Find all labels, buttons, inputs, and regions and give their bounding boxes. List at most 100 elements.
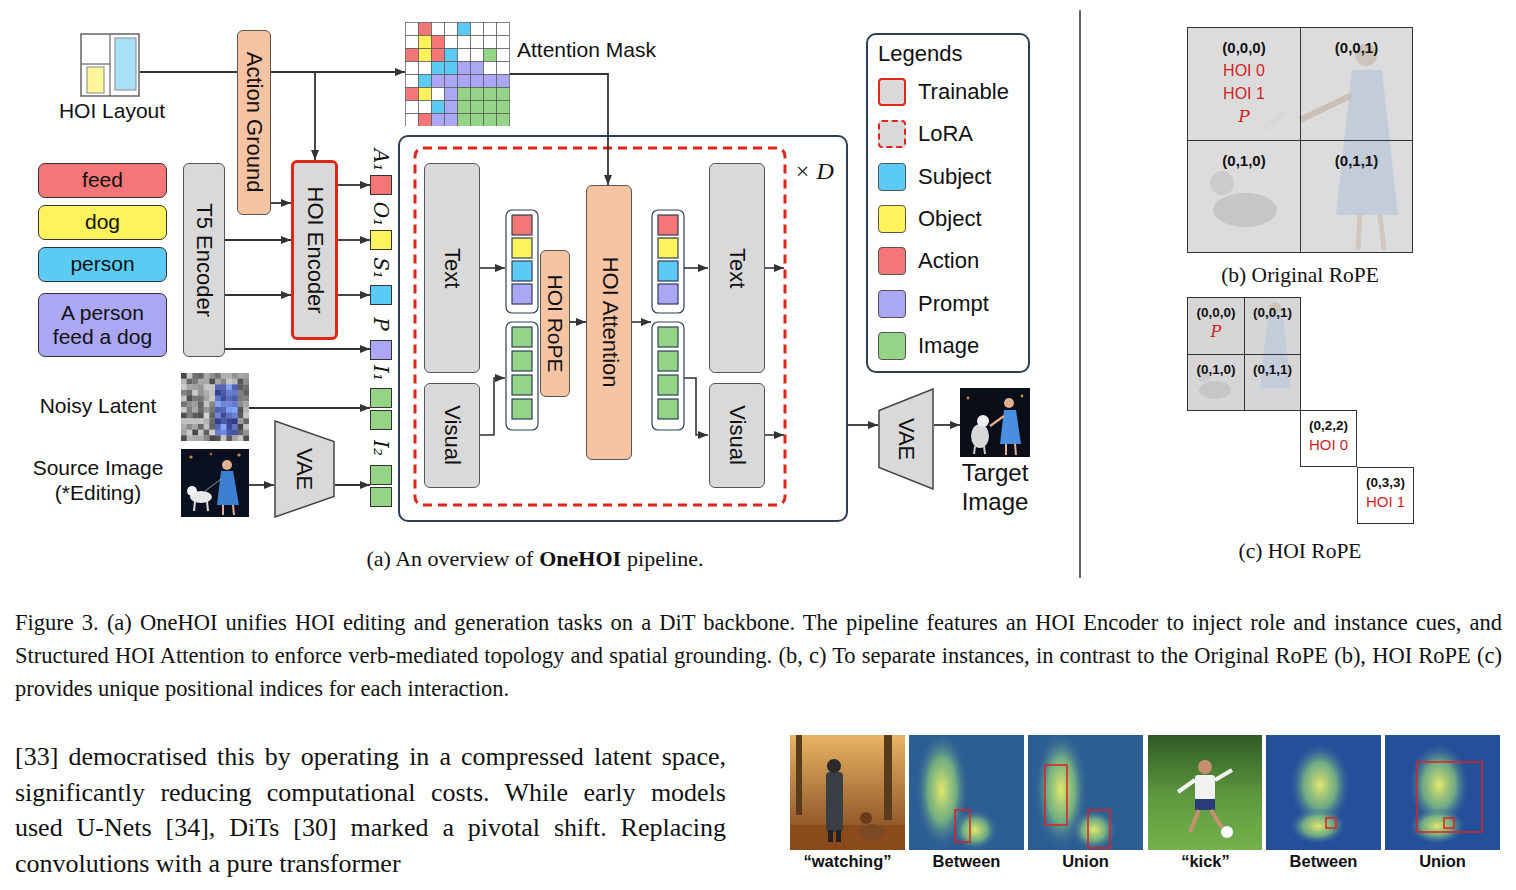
photo-kick-part: [1178, 770, 1232, 792]
heatmap-part: [1088, 810, 1110, 848]
legend-swatch: [878, 332, 906, 360]
illustration-part: [181, 418, 187, 424]
illustration-part: [215, 401, 221, 407]
connector: [271, 202, 291, 204]
illustration-part: [484, 88, 497, 101]
connector: [848, 424, 878, 426]
illustration-part: [484, 114, 497, 127]
node-label: S₁: [370, 257, 392, 279]
subcaption: (a) An overview ofOneHOIpipeline.: [0, 546, 1070, 572]
illustration-part: [497, 49, 510, 62]
illustration-part: [484, 36, 497, 49]
grounding-module: Action Ground: [237, 30, 271, 215]
illustration-part: [87, 67, 104, 93]
lora-region: [415, 148, 785, 505]
illustration-part: [243, 384, 249, 390]
illustration-part: [226, 435, 232, 441]
illustration-part: [406, 101, 419, 114]
illustration-part: [221, 435, 227, 441]
legend-swatch: [878, 163, 906, 191]
inner-arrow-part: [480, 267, 505, 269]
illustration-part: [238, 401, 244, 407]
node-label: A₁: [370, 149, 392, 171]
illustration: [181, 449, 249, 517]
label-holder: Source Image (*Editing): [22, 455, 174, 505]
connector: [140, 72, 315, 160]
visual-branch: Visual: [424, 383, 480, 488]
illustration-part: [187, 401, 193, 407]
illustration-part: [1021, 395, 1024, 398]
photo-kick-part: [1221, 826, 1233, 838]
rope-cell: (0,2,2)HOI 0: [1300, 410, 1357, 467]
illustration-part: [238, 390, 244, 396]
illustration-part: [192, 407, 198, 413]
illustration-part: [238, 396, 244, 402]
illustration-part: [497, 62, 510, 75]
illustration-part: [221, 379, 227, 385]
illustration-part: [181, 396, 187, 402]
token-square: [370, 487, 392, 507]
target-image: Target Image: [960, 388, 1030, 457]
panel-label: “kick”: [1181, 852, 1230, 870]
illustration-part: [445, 23, 458, 36]
label-holder: Legends: [878, 41, 1023, 67]
illustration-part: [458, 49, 471, 62]
illustration-part: [198, 390, 204, 396]
token-stack-part: [512, 327, 532, 347]
rope-grid-photo-part: [1358, 215, 1384, 250]
divider-line: [1080, 10, 1081, 578]
illustration-part: [198, 407, 204, 413]
illustration-part: [232, 396, 238, 402]
illustration-part: [243, 418, 249, 424]
label-holder: × D: [786, 158, 842, 185]
illustration-part: [243, 379, 249, 385]
body-text: [33] democratised this by operating in a…: [15, 739, 726, 881]
illustration-part: [209, 379, 215, 385]
photo-watching-part: [860, 812, 872, 824]
illustration-part: [974, 446, 985, 454]
illustration-part: [238, 413, 244, 419]
panel-label: Union: [1062, 852, 1109, 870]
illustration-part: [187, 373, 193, 379]
illustration-part: [497, 36, 510, 49]
node-label: HOI Attention: [597, 257, 621, 388]
illustration-part: [445, 49, 458, 62]
connector: [335, 484, 370, 486]
illustration-part: [205, 479, 221, 491]
illustration-part: [238, 430, 244, 436]
inner-arrow-part: [684, 378, 708, 435]
illustration-part: [198, 379, 204, 385]
illustration-part: [458, 36, 471, 49]
image-token: I₂: [370, 465, 392, 507]
vae-decoder: VAE: [878, 388, 934, 490]
illustration: [181, 373, 249, 441]
illustration-part: [237, 453, 240, 456]
illustration-part: [187, 430, 193, 436]
illustration-part: [406, 23, 419, 36]
heatmap-part: [1417, 762, 1482, 832]
prompt-chip: A person feed a dog: [38, 293, 167, 357]
node-label: VAE: [894, 418, 918, 460]
attention-mask: Attention Mask: [405, 22, 510, 126]
heatmap-part: [1385, 735, 1500, 850]
illustration-part: [432, 101, 445, 114]
illustration-part: [181, 384, 187, 390]
illustration-part: [238, 424, 244, 430]
illustration-part: [445, 62, 458, 75]
illustration-part: [198, 413, 204, 419]
illustration-part: [192, 424, 198, 430]
illustration-part: [187, 424, 193, 430]
label-holder: Prompt: [918, 291, 1026, 317]
illustration-part: [204, 373, 210, 379]
heatmap-part: [1326, 818, 1336, 828]
inner-arrow-part: [632, 321, 651, 323]
illustration-part: [192, 418, 198, 424]
illustration-part: [115, 38, 136, 90]
illustration-part: [445, 88, 458, 101]
token-stack-part: [658, 375, 678, 395]
illustration-part: [198, 418, 204, 424]
trainable-encoder: HOI Encoder: [291, 160, 338, 340]
position-index: (0,1,1): [1335, 149, 1378, 172]
illustration-part: [432, 75, 445, 88]
illustration-part: [238, 435, 244, 441]
